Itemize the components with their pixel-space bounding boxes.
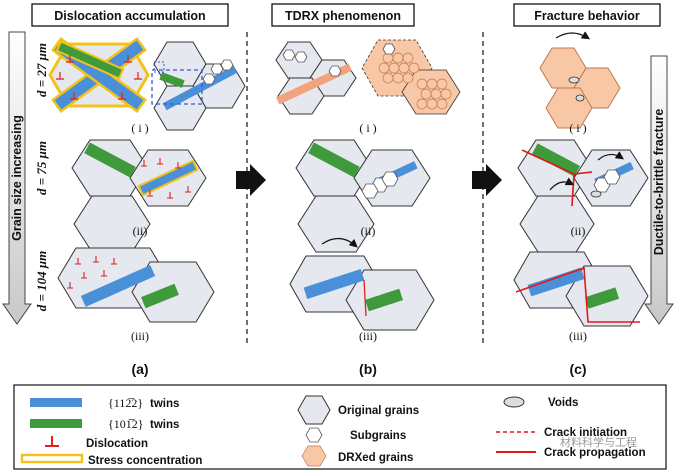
- legend-twin-1012-math: {101̅2}: [108, 417, 144, 431]
- legend-stress: Stress concentration: [20, 453, 202, 467]
- header-fracture-text: Fracture behavior: [534, 9, 640, 23]
- legend-subgrains-text: Subgrains: [350, 430, 406, 442]
- legend-voids: Voids: [503, 396, 578, 409]
- a-iii-label: (iii): [131, 329, 149, 343]
- a-ii-label: (ii): [133, 224, 148, 238]
- a-i-stress-grain: [48, 37, 150, 113]
- b-iii-grains: [289, 237, 435, 331]
- row-label-75: d = 75 μm: [34, 141, 49, 195]
- ductile-brittle-arrow: Ductile-to-brittle fracture: [644, 55, 674, 325]
- c-i-label: ( i ): [569, 121, 586, 135]
- legend-subgrains: Subgrains: [305, 427, 406, 443]
- legend-crack-init: Crack initiation: [496, 427, 627, 439]
- grain-size-arrow: Grain size increasing: [2, 31, 32, 325]
- arrow-a-to-b: [236, 164, 266, 196]
- b-ii-grains: [295, 139, 431, 253]
- b-i-label: ( i ): [359, 121, 376, 135]
- header-dislocation: Dislocation accumulation: [31, 3, 229, 27]
- arrow-b-to-c: [472, 164, 502, 196]
- c-iii-label: (iii): [569, 329, 587, 343]
- legend-drx-text: DRXed grains: [338, 452, 413, 464]
- watermark: 材料科学与工程: [560, 435, 637, 449]
- legend-twin-1012: {101̅2} twins: [30, 417, 179, 431]
- legend-voids-text: Voids: [548, 397, 578, 409]
- legend-crack-prop-text: Crack propagation: [544, 447, 646, 459]
- a-iii-grains: [57, 247, 215, 323]
- legend-original-text: Original grains: [338, 405, 419, 417]
- row-label-104: d = 104 μm: [34, 251, 49, 312]
- a-i-grain-cluster: [151, 41, 246, 131]
- panel-label-b: (b): [359, 361, 377, 377]
- b-i-drx-cluster: [361, 39, 461, 115]
- row-label-27: d = 27 μm: [34, 43, 49, 97]
- a-i-label: ( i ): [131, 121, 148, 135]
- b-i-original-cluster: [275, 41, 357, 115]
- legend-crack-prop: Crack propagation: [496, 447, 646, 459]
- grain-size-label: Grain size increasing: [10, 115, 24, 241]
- c-i-grains: [539, 31, 621, 129]
- legend-original-grains: Original grains: [297, 395, 419, 425]
- header-tdrx-text: TDRX phenomenon: [285, 9, 401, 23]
- a-ii-grains: [71, 139, 207, 253]
- panel-label-a: (a): [131, 361, 148, 377]
- header-fracture: Fracture behavior: [513, 3, 661, 27]
- legend-crack-init-text: Crack initiation: [544, 427, 627, 439]
- legend-twin-1012-suffix: twins: [150, 419, 179, 431]
- c-ii-grains: [517, 139, 649, 253]
- b-iii-label: (iii): [359, 329, 377, 343]
- legend-dislocation: Dislocation: [45, 436, 148, 450]
- c-iii-grains: [513, 251, 649, 327]
- legend-twin-1122-math: {112̅2}: [108, 396, 143, 410]
- legend-stress-text: Stress concentration: [88, 455, 202, 467]
- ductile-brittle-label: Ductile-to-brittle fracture: [652, 109, 666, 256]
- legend-dislocation-text: Dislocation: [86, 438, 148, 450]
- legend: {112̅2} twins {101̅2} twins Dislocation …: [13, 384, 667, 470]
- header-dislocation-text: Dislocation accumulation: [54, 9, 205, 23]
- c-ii-label: (ii): [571, 224, 586, 238]
- legend-twin-1122: {112̅2} twins: [30, 396, 179, 410]
- header-tdrx: TDRX phenomenon: [271, 3, 415, 27]
- legend-drx: DRXed grains: [301, 445, 413, 467]
- b-ii-label: (ii): [361, 224, 376, 238]
- legend-twin-1122-suffix: twins: [150, 398, 179, 410]
- panel-label-c: (c): [569, 361, 586, 377]
